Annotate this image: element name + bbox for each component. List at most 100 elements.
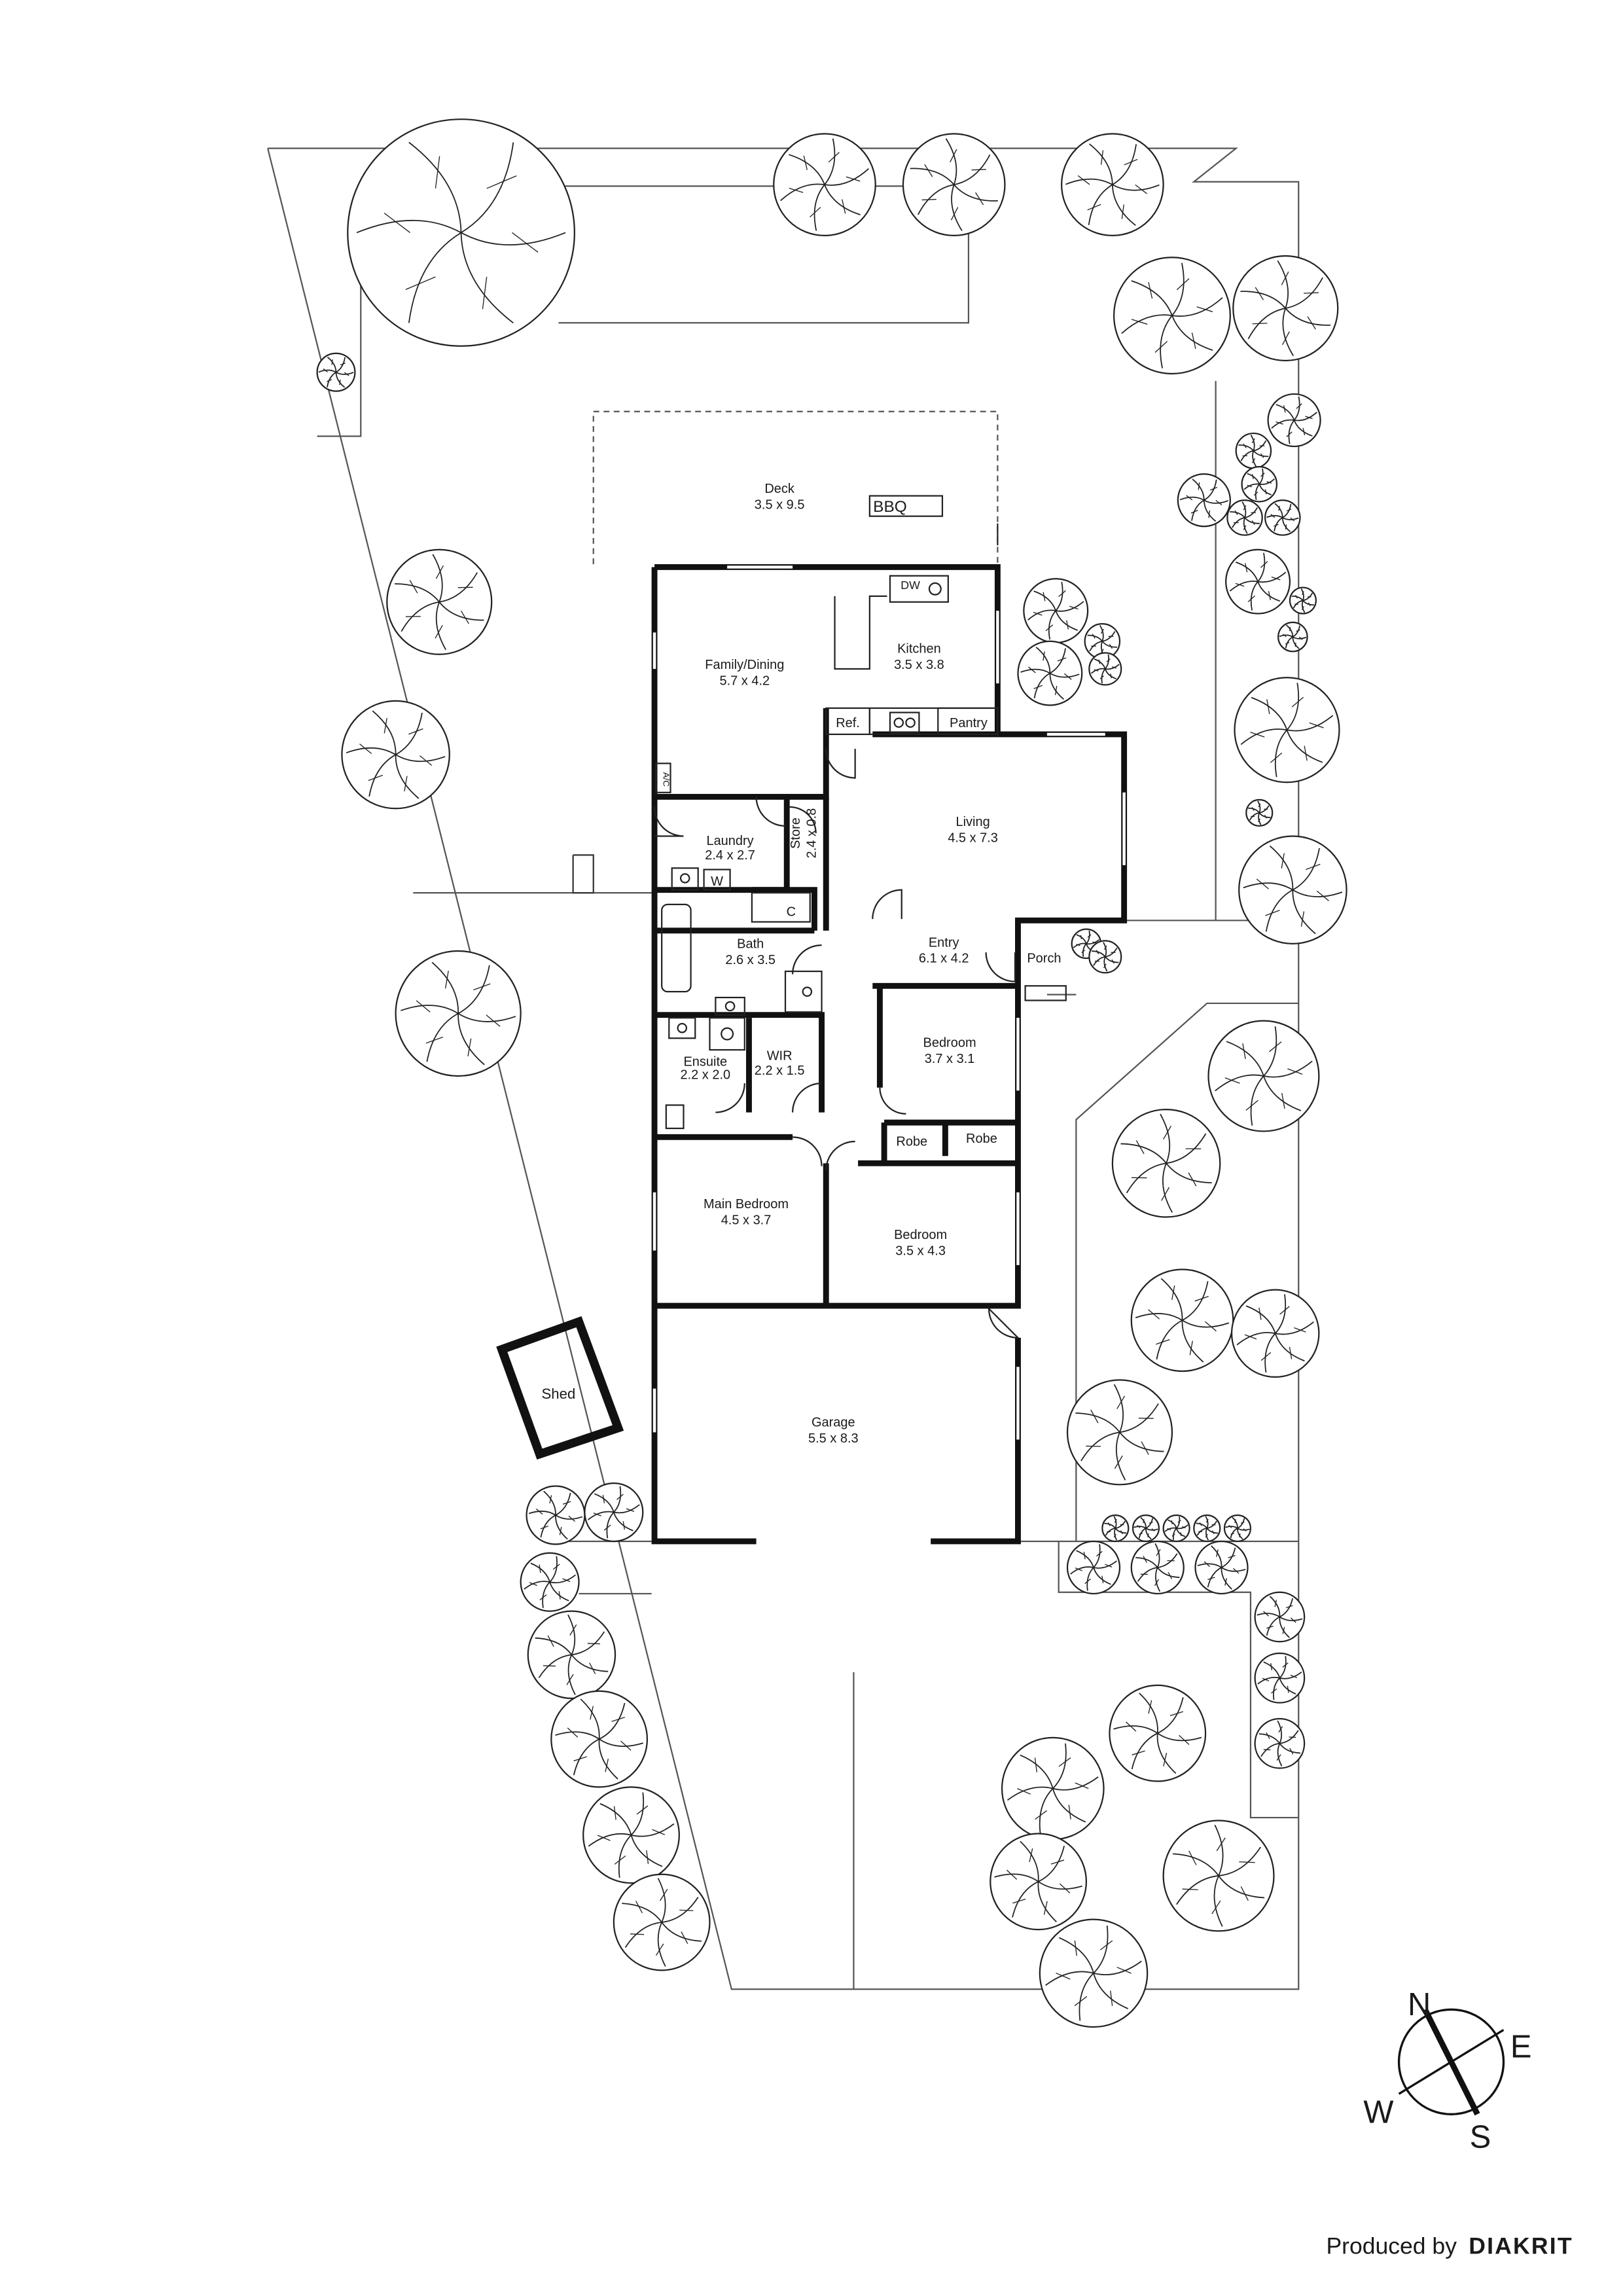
property-boundary	[267, 147, 1300, 1990]
bedroom-2-label: Bedroom	[894, 1228, 947, 1242]
garage-label: Garage	[812, 1415, 855, 1429]
compass-circle	[1397, 2008, 1505, 2115]
tree-icon	[1066, 1379, 1173, 1486]
windows	[652, 565, 1126, 1440]
tree-icon	[613, 1873, 711, 1971]
tree-icon	[550, 1690, 649, 1788]
compass-rose: N E S W	[1363, 1987, 1531, 2155]
tree-icon	[1111, 1109, 1221, 1218]
fixtures	[653, 575, 1067, 1339]
tree-icon	[1267, 393, 1321, 448]
tree-icon	[1238, 835, 1347, 944]
compass-south: S	[1470, 2119, 1491, 2155]
laundry-dimensions: 2.4 x 2.7	[705, 848, 755, 863]
trees	[316, 118, 1347, 2028]
bbq-label: BBQ	[873, 498, 907, 516]
tree-icon	[1130, 1540, 1185, 1595]
tree-icon	[1023, 578, 1089, 644]
main-bedroom-label: Main Bedroom	[704, 1197, 789, 1211]
tree-icon	[1177, 473, 1231, 528]
credit-prefix: Produced by	[1326, 2233, 1457, 2259]
tree-icon	[1207, 1020, 1320, 1132]
porch-label: Porch	[1027, 952, 1061, 966]
store-dimensions: 2.4 x 0.8	[805, 808, 819, 859]
tree-icon	[386, 548, 493, 655]
tree-icon	[1066, 1540, 1121, 1595]
tree-icon	[1162, 1514, 1190, 1543]
tree-icon	[395, 950, 522, 1077]
shed: Shed	[496, 1316, 624, 1460]
shed-label: Shed	[542, 1386, 576, 1402]
tree-icon	[1194, 1540, 1249, 1595]
washer-label: W	[711, 874, 723, 889]
garage-dimensions: 5.5 x 8.3	[808, 1431, 859, 1446]
tree-icon	[1162, 1820, 1275, 1932]
tree-icon	[1061, 133, 1164, 237]
tree-icon	[1113, 257, 1231, 375]
ref-label: Ref.	[836, 716, 860, 730]
tree-icon	[773, 133, 876, 237]
tree-icon	[1232, 255, 1339, 362]
bedroom-1-label: Bedroom	[923, 1036, 976, 1050]
tree-icon	[1254, 1591, 1306, 1643]
credit: Produced by DIAKRIT	[1326, 2233, 1573, 2259]
tree-icon	[1225, 548, 1291, 615]
family-dining-label: Family/Dining	[705, 658, 784, 672]
tree-icon	[341, 700, 450, 810]
living-dimensions: 4.5 x 7.3	[948, 831, 998, 845]
tree-icon	[1264, 499, 1301, 536]
tree-icon	[1230, 1289, 1320, 1378]
tree-icon	[902, 133, 1006, 237]
tree-icon	[1193, 1514, 1221, 1543]
deck-label: Deck	[764, 482, 795, 496]
tree-icon	[1241, 466, 1278, 503]
compass-cross	[1398, 2029, 1505, 2095]
tree-icon	[1254, 1717, 1306, 1769]
tree-icon	[1039, 1918, 1149, 2028]
tree-icon	[584, 1482, 644, 1543]
laundry-label: Laundry	[706, 834, 753, 848]
tree-icon	[1235, 432, 1272, 469]
tree-icon	[347, 118, 575, 347]
store-label: Store	[789, 817, 803, 849]
entry-label: Entry	[929, 935, 959, 950]
kitchen-dimensions: 3.5 x 3.8	[894, 658, 944, 672]
tree-icon	[1088, 652, 1122, 686]
linen-cupboard-label: C	[787, 905, 796, 920]
tree-icon	[1088, 940, 1122, 974]
tree-icon	[1017, 640, 1083, 706]
tree-icon	[316, 352, 356, 392]
tree-icon	[1101, 1514, 1130, 1543]
tree-icon	[526, 1485, 586, 1545]
main-bedroom-dimensions: 4.5 x 3.7	[721, 1213, 772, 1228]
tree-icon	[520, 1552, 580, 1612]
tree-icon	[1132, 1514, 1160, 1543]
kitchen-label: Kitchen	[897, 642, 941, 656]
family-dining-dimensions: 5.7 x 4.2	[719, 673, 770, 688]
tree-icon	[1226, 499, 1263, 536]
tree-icon	[1277, 621, 1308, 653]
room-labels: Family/Dining 5.7 x 4.2 Kitchen 3.5 x 3.…	[661, 579, 1061, 1446]
deck-steps	[572, 854, 594, 894]
tree-icon	[1289, 586, 1317, 615]
deck-dimensions: 3.5 x 9.5	[755, 498, 805, 512]
wir-dimensions: 2.2 x 1.5	[755, 1064, 805, 1078]
credit-brand: DIAKRIT	[1469, 2233, 1573, 2259]
deck: BBQ Deck 3.5 x 9.5	[572, 410, 999, 894]
ac-label: A/C	[661, 772, 671, 787]
compass-east: E	[1510, 2030, 1532, 2065]
tree-icon	[527, 1610, 616, 1700]
ensuite-dimensions: 2.2 x 2.0	[680, 1067, 730, 1082]
living-label: Living	[955, 815, 990, 829]
tree-icon	[1254, 1652, 1306, 1704]
bath-label: Bath	[737, 937, 764, 952]
wir-label: WIR	[767, 1049, 793, 1064]
entry-dimensions: 6.1 x 4.2	[919, 952, 969, 966]
compass-north: N	[1408, 1987, 1431, 2022]
bedroom-2-dimensions: 3.5 x 4.3	[895, 1244, 946, 1258]
tree-icon	[1130, 1268, 1234, 1372]
bath-dimensions: 2.6 x 3.5	[725, 953, 776, 967]
tree-icon	[990, 1833, 1088, 1931]
tree-icon	[1109, 1684, 1207, 1782]
